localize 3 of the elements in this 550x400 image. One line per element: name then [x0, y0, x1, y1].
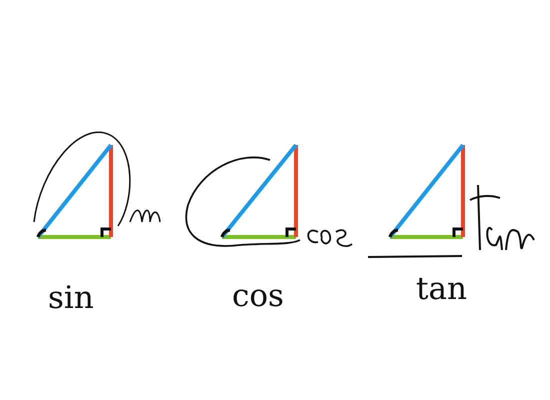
function-label: cos — [232, 281, 284, 312]
function-label: sin — [48, 283, 94, 314]
function-label: tan — [416, 274, 467, 305]
